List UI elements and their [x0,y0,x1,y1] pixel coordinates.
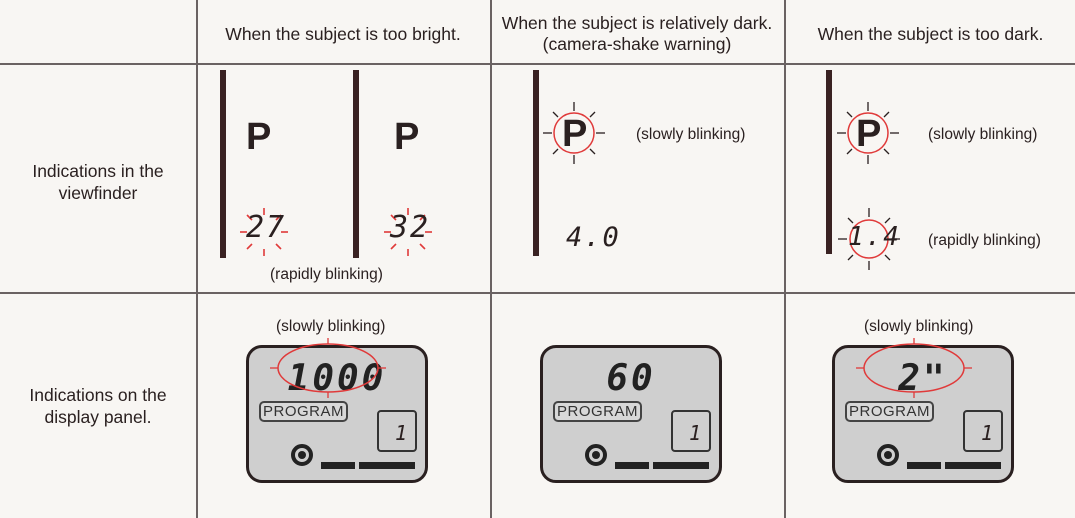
blink-burst-icon [240,208,288,256]
viewfinder-bar [353,70,359,258]
blink-burst-icon [384,208,432,256]
frame-count: 1 [688,421,701,445]
film-advance-segment [321,462,355,469]
blinking-note: (rapidly blinking) [270,266,383,283]
viewfinder-bar [220,70,226,258]
blink-circle-icon [837,102,899,164]
header-too-dark: When the subject is too dark. [817,23,1044,44]
row-divider [0,63,1075,65]
blink-ellipse-icon [270,338,386,398]
program-label: PROGRAM [553,401,643,422]
row-divider [0,292,1075,294]
aperture-value: 1.4 [848,222,901,252]
program-label: PROGRAM [845,401,935,422]
film-icon [291,444,313,466]
blinking-note: (slowly blinking) [864,318,974,335]
film-advance-segment [653,462,687,469]
program-mode-p: P [562,113,588,155]
film-advance-segment [615,462,649,469]
column-divider [196,0,198,518]
column-divider [784,0,786,518]
viewfinder-bar [826,70,832,254]
shutter-value: 27 [246,210,287,245]
row-label-viewfinder: Indications in the viewfinder [32,161,164,203]
program-mode-p: P [394,116,420,158]
blink-ellipse-icon [856,338,972,398]
blinking-note: (slowly blinking) [636,126,746,143]
frame-count: 1 [980,421,993,445]
program-label: PROGRAM [259,401,349,422]
film-icon [877,444,899,466]
aperture-value: 4.0 [566,222,621,253]
film-advance-segment [359,462,393,469]
frame-count: 1 [394,421,407,445]
blinking-note: (rapidly blinking) [928,232,1041,249]
header-too-bright: When the subject is too bright. [225,23,461,44]
film-advance-segment [945,462,979,469]
frame-counter: 1 [377,410,417,452]
film-advance-segment [679,462,709,469]
film-advance-segment [971,462,1001,469]
blinking-note: (slowly blinking) [928,126,1038,143]
program-mode-p: P [246,116,272,158]
viewfinder-bar [533,70,539,256]
lcd-display-panel: 1000 PROGRAM 1 [246,345,428,483]
row-label-display-panel: Indications on the display panel. [29,385,167,427]
film-icon [585,444,607,466]
program-mode-p: P [856,113,882,155]
column-divider [490,0,492,518]
frame-counter: 1 [963,410,1003,452]
film-advance-segment [907,462,941,469]
blinking-note: (slowly blinking) [276,318,386,335]
blink-circle-icon [543,102,605,164]
shutter-value: 32 [390,210,431,245]
frame-counter: 1 [671,410,711,452]
film-advance-segment [385,462,415,469]
header-relatively-dark: When the subject is relatively dark. (ca… [501,13,773,54]
blink-circle-icon [838,208,900,270]
lcd-display-panel: 60 PROGRAM 1 [540,345,722,483]
lcd-shutter-value: 60 [606,358,656,399]
